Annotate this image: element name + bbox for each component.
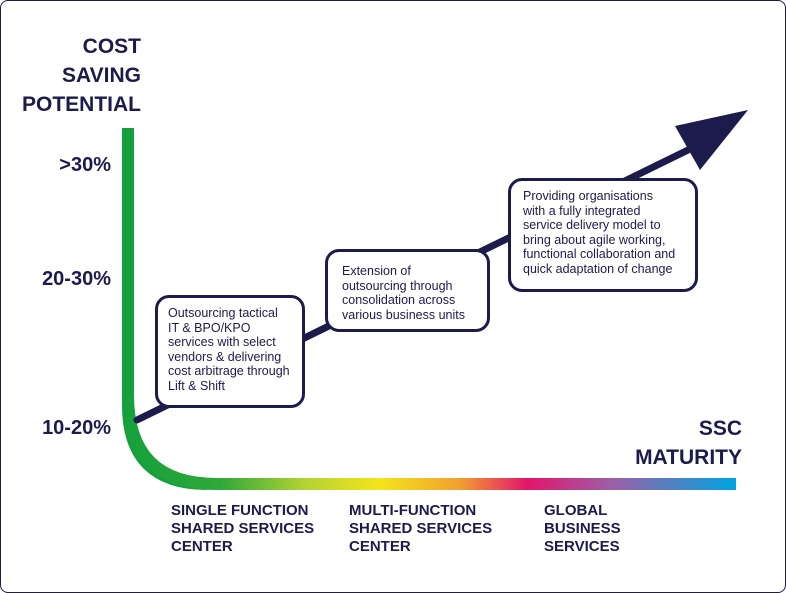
y-tick-label: 10-20% [42,417,111,439]
x-axis-line [122,394,736,490]
y-tick-label: >30% [59,154,111,176]
stage-label-global-business: GLOBAL BUSINESS SERVICES [544,502,621,555]
x-axis-title: SSC MATURITY [635,417,742,469]
callout-stage-1: Outsourcing tactical IT & BPO/KPO servic… [155,295,305,408]
stage-label-multi-function: MULTI-FUNCTION SHARED SERVICES CENTER [349,502,493,555]
trend-arrow-head [675,110,748,170]
callout-stage-3: Providing organisations with a fully int… [508,178,698,292]
callout-stage-2: Extension of outsourcing through consoli… [325,249,490,332]
y-tick-label: 20-30% [42,268,111,290]
y-axis-title: COST SAVING POTENTIAL [22,35,141,116]
stage-label-single-function: SINGLE FUNCTION SHARED SERVICES CENTER [171,502,315,555]
